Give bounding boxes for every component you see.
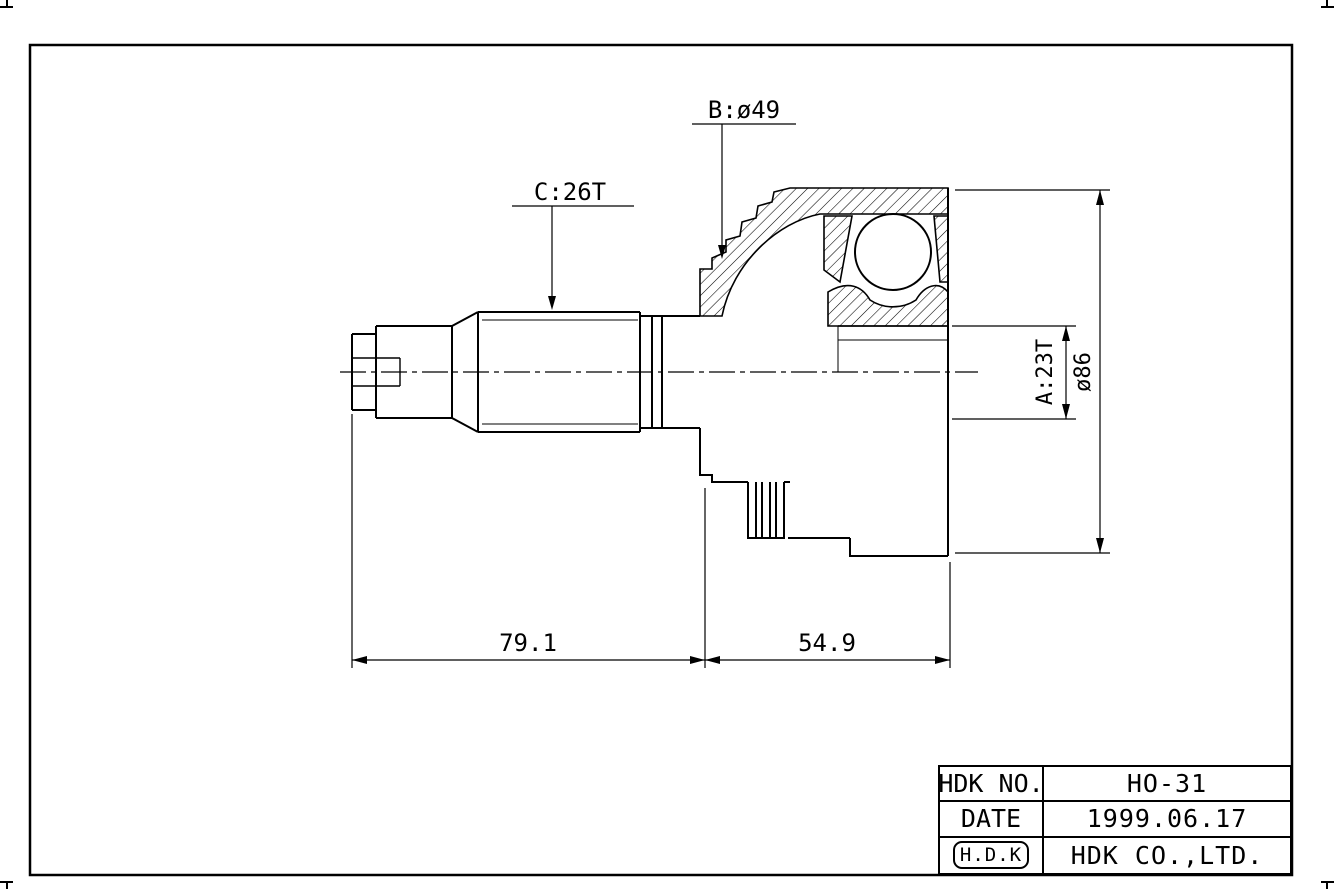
title-block: HDK NO. HO-31 DATE 1999.06.17 H.D.K HDK … xyxy=(938,765,1292,875)
spline-a-label: A:23T xyxy=(1033,339,1058,405)
length-left-label: 79.1 xyxy=(499,629,557,657)
hdk-no-value: HO-31 xyxy=(1126,769,1208,799)
hdk-logo-text: H.D.K xyxy=(952,841,1030,870)
dia-a-label: ø86 xyxy=(1071,352,1096,392)
outer-race-wall-section xyxy=(699,187,949,317)
dia-b-label: B:ø49 xyxy=(708,96,780,124)
length-right-label: 54.9 xyxy=(798,629,856,657)
sheet-border xyxy=(28,43,1294,877)
inner-race-section xyxy=(827,284,949,327)
title-block-row-company: H.D.K HDK CO.,LTD. xyxy=(940,837,1290,873)
company-name: HDK CO.,LTD. xyxy=(1070,840,1264,870)
hdk-logo: H.D.K xyxy=(940,837,1044,873)
hdk-no-label: HDK NO. xyxy=(938,767,1044,801)
part-outline xyxy=(351,188,949,557)
annotations: C:26T B:ø49 79.1 54.9 A:23T ø86 xyxy=(499,96,1096,657)
cv-ball xyxy=(854,213,932,291)
spline-c-label: C:26T xyxy=(534,178,606,206)
cage-right-section xyxy=(933,215,949,283)
cage-left-section xyxy=(823,215,853,284)
date-label: DATE xyxy=(940,802,1044,836)
date-value: 1999.06.17 xyxy=(1086,804,1248,834)
title-block-row-hdk-no: HDK NO. HO-31 xyxy=(938,767,1290,803)
dimension-arrows xyxy=(352,190,1104,664)
section-hatching xyxy=(699,187,949,327)
title-block-row-date: DATE 1999.06.17 xyxy=(940,802,1290,838)
dimensions xyxy=(351,123,1110,668)
